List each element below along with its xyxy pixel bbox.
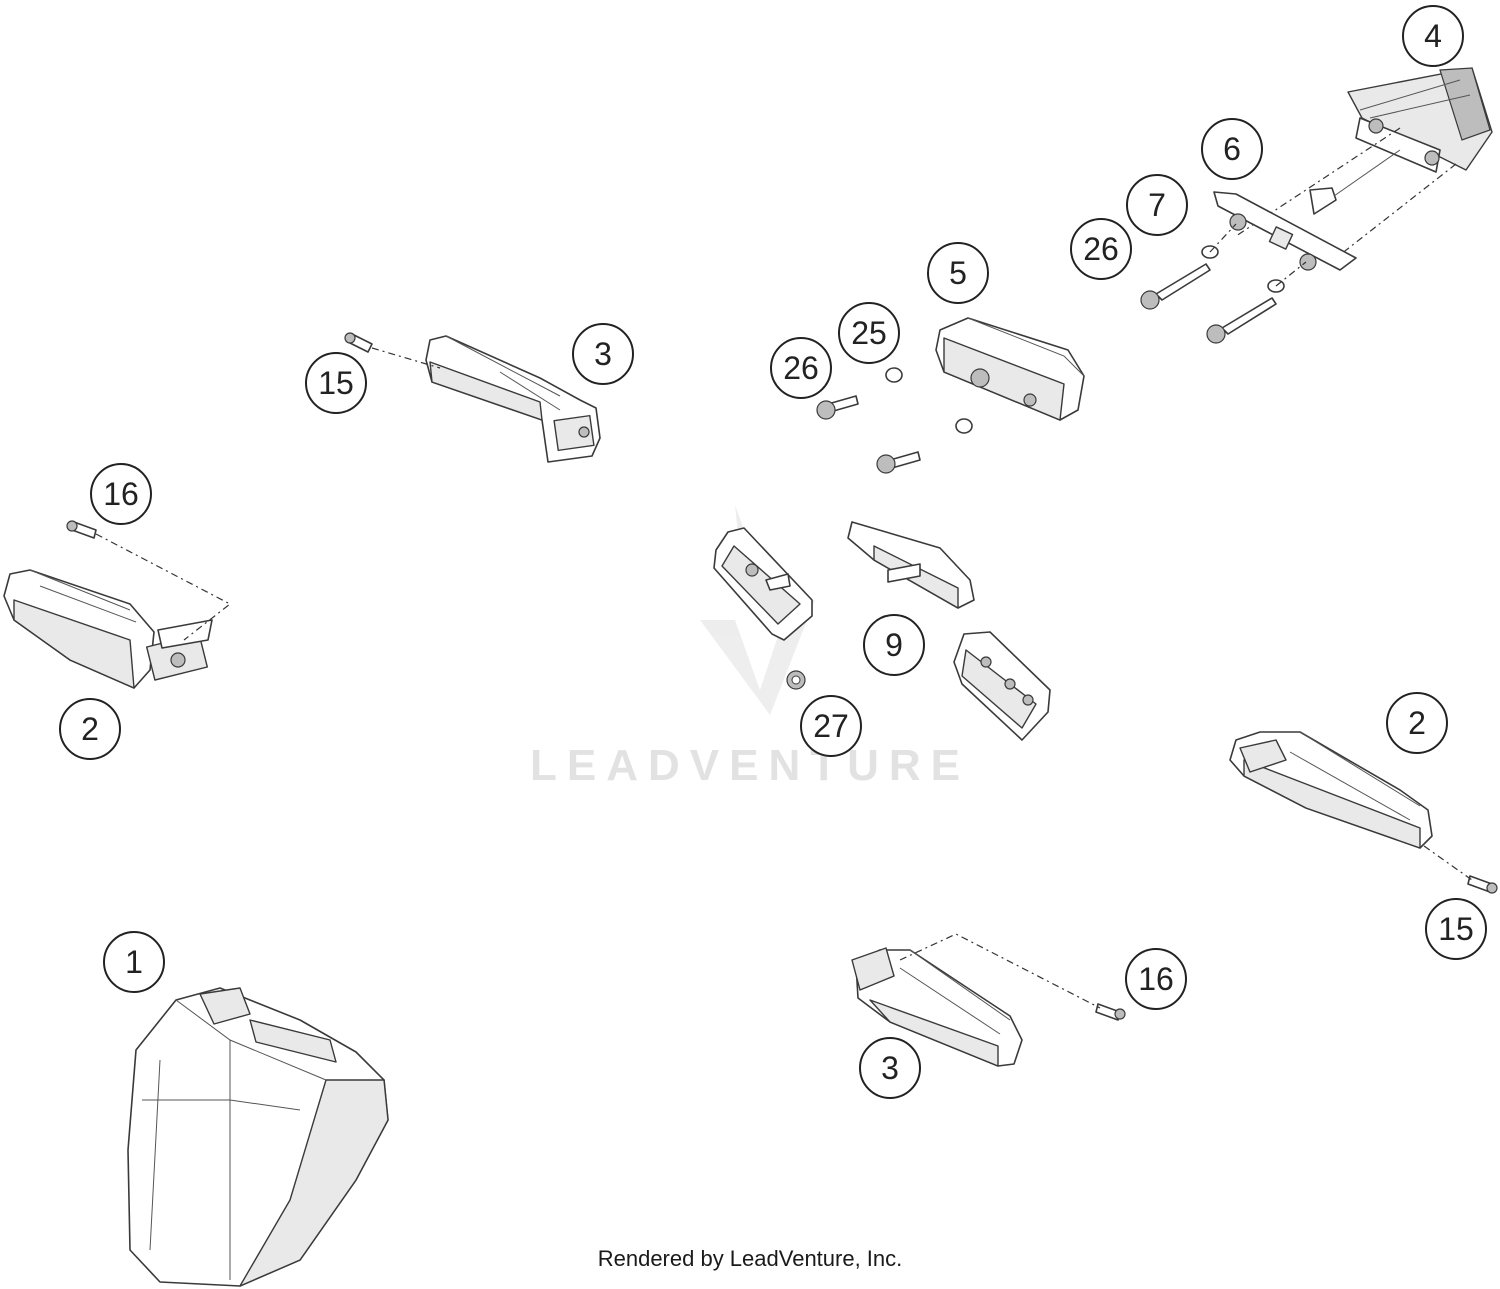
callout-3-upper[interactable]: 3	[572, 323, 634, 385]
part-15-screw-upper[interactable]	[344, 332, 373, 353]
callout-label: 1	[125, 944, 143, 980]
part-3-indicator-upper[interactable]	[425, 335, 601, 463]
watermark-text: LEADVENTURE	[530, 741, 970, 790]
callout-label: 6	[1223, 131, 1241, 167]
callout-label: 2	[1408, 705, 1426, 741]
callout-26-upper[interactable]: 26	[1070, 218, 1132, 280]
callout-1[interactable]: 1	[103, 931, 165, 993]
part-5-license-light-housing[interactable]	[935, 317, 1085, 421]
part-2-indicator-right[interactable]	[1229, 731, 1433, 849]
part-15-screw-right[interactable]	[1467, 875, 1498, 894]
part-26-bolt-upper[interactable]	[1140, 263, 1277, 344]
callout-3-lower[interactable]: 3	[859, 1037, 921, 1099]
part-2-indicator-left[interactable]	[3, 569, 213, 689]
part-3-indicator-lower[interactable]	[851, 947, 1023, 1067]
callout-label: 2	[81, 711, 99, 747]
callout-label: 15	[1438, 911, 1474, 947]
callout-label: 7	[1148, 187, 1166, 223]
callout-9[interactable]: 9	[863, 614, 925, 676]
part-6-bracket-plate[interactable]	[1213, 149, 1401, 271]
part-1-headlight[interactable]	[127, 987, 389, 1287]
callout-25[interactable]: 25	[838, 302, 900, 364]
callout-label: 5	[949, 255, 967, 291]
part-26-bolt-middle[interactable]	[816, 395, 921, 474]
part-7-washer[interactable]	[1201, 245, 1285, 293]
callout-label: 9	[885, 627, 903, 663]
callout-2-right[interactable]: 2	[1386, 692, 1448, 754]
part-25-spacer[interactable]	[885, 367, 973, 434]
part-16-screw-lower[interactable]	[1095, 1003, 1126, 1021]
callout-5[interactable]: 5	[927, 242, 989, 304]
callout-label: 3	[594, 336, 612, 372]
callout-label: 3	[881, 1050, 899, 1086]
part-27-nut[interactable]	[786, 670, 806, 690]
callout-27[interactable]: 27	[800, 695, 862, 757]
callout-15-right[interactable]: 15	[1425, 898, 1487, 960]
callout-label: 25	[851, 315, 887, 351]
callout-label: 15	[318, 365, 354, 401]
callout-label: 16	[1138, 961, 1174, 997]
part-9-lens-set[interactable]	[713, 521, 1051, 741]
callout-label: 4	[1424, 18, 1442, 54]
callout-7[interactable]: 7	[1126, 174, 1188, 236]
callout-label: 27	[813, 708, 849, 744]
callout-label: 16	[103, 476, 139, 512]
callout-6[interactable]: 6	[1201, 118, 1263, 180]
part-4-tail-light[interactable]	[1347, 67, 1493, 173]
credit-text: Rendered by LeadVenture, Inc.	[598, 1246, 903, 1271]
callout-26-middle[interactable]: 26	[770, 337, 832, 399]
callout-label: 26	[783, 350, 819, 386]
callout-15-upper[interactable]: 15	[305, 352, 367, 414]
callout-16-lower[interactable]: 16	[1125, 948, 1187, 1010]
callout-2-left[interactable]: 2	[59, 698, 121, 760]
callout-4[interactable]: 4	[1402, 5, 1464, 67]
callout-label: 26	[1083, 231, 1119, 267]
callout-16-left[interactable]: 16	[90, 463, 152, 525]
part-16-screw-left[interactable]	[66, 520, 97, 539]
